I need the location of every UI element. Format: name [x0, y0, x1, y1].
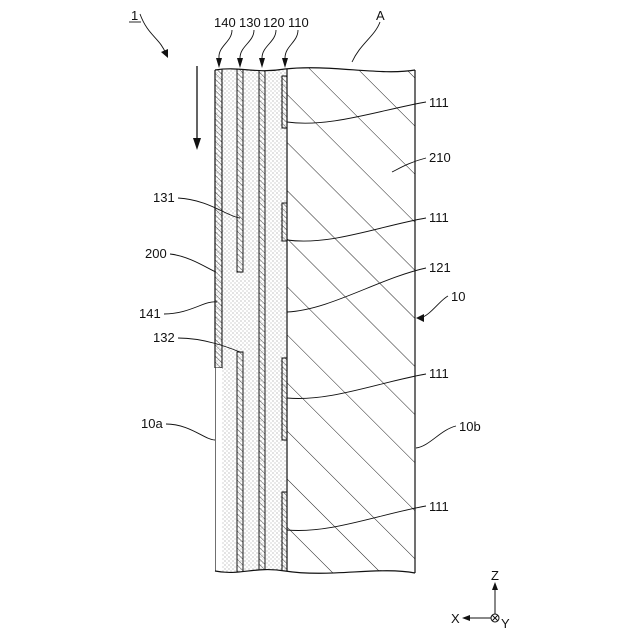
label-region-a: A — [376, 8, 385, 23]
layer-140-upper-strip — [215, 60, 222, 368]
axis-label-x: X — [451, 611, 460, 626]
layer-120-strip — [259, 60, 265, 580]
element-111-b — [282, 203, 287, 241]
layer-140-lower-strip — [215, 368, 222, 578]
label-10b: 10b — [459, 419, 481, 434]
label-111-a: 111 — [429, 95, 449, 110]
label-131: 131 — [153, 190, 175, 205]
label-10a: 10a — [141, 416, 163, 431]
layer-130-lower-strip — [237, 352, 243, 578]
direction-arrow — [193, 66, 201, 150]
label-111-c: 111 — [429, 366, 449, 381]
label-141: 141 — [139, 306, 161, 321]
label-10: 10 — [451, 289, 465, 304]
label-assembly-1: 1 — [131, 8, 138, 23]
label-layer-110: 110 — [288, 15, 309, 30]
element-111-d — [282, 492, 287, 574]
label-layer-120: 120 — [263, 15, 285, 30]
label-210: 210 — [429, 150, 451, 165]
label-200: 200 — [145, 246, 167, 261]
label-layer-130: 130 — [239, 15, 261, 30]
label-132: 132 — [153, 330, 175, 345]
label-121: 121 — [429, 260, 451, 275]
dotted-fill-region — [215, 60, 287, 580]
hatched-substrate-210 — [287, 60, 417, 580]
axis-label-y: Y — [501, 616, 510, 631]
element-111-c — [282, 358, 287, 440]
label-layer-140: 140 — [214, 15, 236, 30]
laminate-body — [215, 60, 417, 580]
label-111-b: 111 — [429, 210, 449, 225]
axis-label-z: Z — [491, 568, 499, 583]
layer-markers — [216, 58, 288, 68]
layer-130-upper-strip — [237, 60, 243, 272]
coordinate-axes: Z X Y — [451, 568, 510, 631]
label-111-d: 111 — [429, 499, 449, 514]
element-111-a — [282, 76, 287, 128]
